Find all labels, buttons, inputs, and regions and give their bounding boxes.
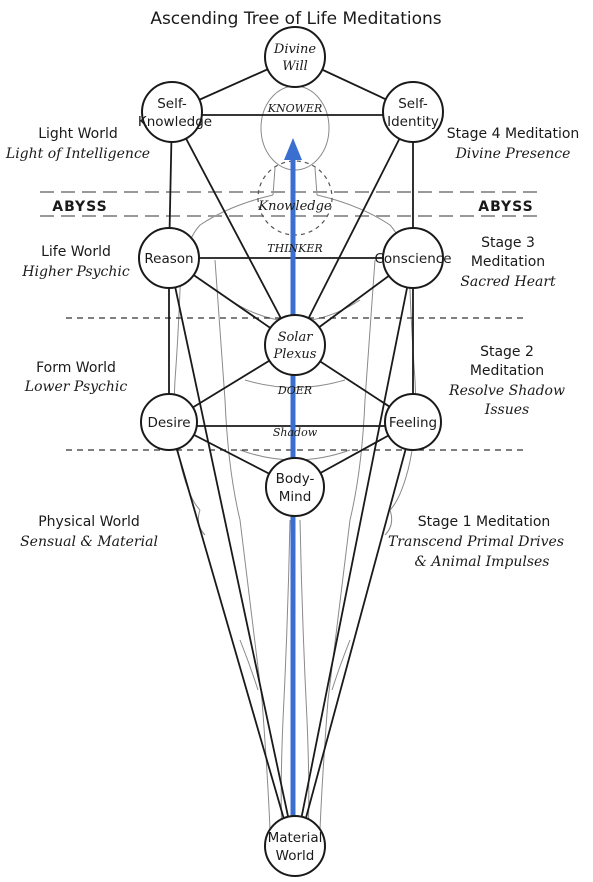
svg-text:Stage 4 Meditation: Stage 4 Meditation <box>447 126 580 142</box>
stage-3: Stage 3 Meditation Sacred Heart <box>460 235 556 290</box>
path-label-knower: KNOWER <box>267 102 322 115</box>
svg-text:Self-: Self- <box>157 96 187 112</box>
node-self-identity: Self- Identity <box>382 81 444 143</box>
stage-2: Stage 2 Meditation Resolve Shadow Issues <box>448 344 565 418</box>
svg-text:Mind: Mind <box>279 489 312 505</box>
svg-text:Stage 3: Stage 3 <box>481 235 535 251</box>
path-label-doer: DOER <box>277 384 312 397</box>
svg-text:Issues: Issues <box>484 402 529 418</box>
stage-1: Stage 1 Meditation Transcend Primal Driv… <box>388 514 564 570</box>
world-form: Form World Lower Psychic <box>24 360 128 395</box>
node-body-mind: Body- Mind <box>265 457 325 517</box>
svg-text:Knowledge: Knowledge <box>138 114 212 130</box>
node-conscience: Conscience <box>374 227 452 289</box>
svg-text:Lower Psychic: Lower Psychic <box>24 379 128 395</box>
node-desire: Desire <box>140 393 198 451</box>
stage-4: Stage 4 Meditation Divine Presence <box>447 126 580 162</box>
svg-text:Form World: Form World <box>36 360 116 376</box>
svg-text:Light of Intelligence: Light of Intelligence <box>5 146 150 162</box>
node-solar-plexus: Solar Plexus <box>264 314 326 376</box>
abyss-label-left: ABYSS <box>52 199 107 215</box>
svg-text:Stage 1 Meditation: Stage 1 Meditation <box>418 514 551 530</box>
svg-text:& Animal Impulses: & Animal Impulses <box>415 554 550 570</box>
svg-text:Transcend Primal Drives: Transcend Primal Drives <box>388 534 564 550</box>
svg-text:Conscience: Conscience <box>374 251 451 267</box>
svg-text:Body-: Body- <box>276 471 315 487</box>
path-label-shadow: Shadow <box>273 426 318 439</box>
svg-text:World: World <box>276 848 315 864</box>
svg-text:Higher Psychic: Higher Psychic <box>21 264 130 280</box>
path-label-knowledge: Knowledge <box>257 199 332 214</box>
abyss-label-right: ABYSS <box>478 199 533 215</box>
svg-text:Light World: Light World <box>38 126 118 142</box>
svg-text:Reason: Reason <box>144 251 193 267</box>
svg-text:Meditation: Meditation <box>471 254 545 270</box>
svg-text:Physical World: Physical World <box>38 514 140 530</box>
node-self-knowledge: Self- Knowledge <box>138 81 212 143</box>
node-material-world: Material World <box>264 815 326 877</box>
svg-text:Stage 2: Stage 2 <box>480 344 534 360</box>
svg-text:Will: Will <box>282 59 308 74</box>
svg-text:Divine Presence: Divine Presence <box>455 146 571 162</box>
svg-text:Material: Material <box>268 830 323 846</box>
node-divine-will: Divine Will <box>264 26 326 88</box>
svg-text:Solar: Solar <box>278 330 314 345</box>
world-physical: Physical World Sensual & Material <box>20 514 158 550</box>
svg-text:Self-: Self- <box>398 96 428 112</box>
svg-text:Life World: Life World <box>41 244 111 260</box>
svg-text:Sensual & Material: Sensual & Material <box>20 534 158 550</box>
diagram-title: Ascending Tree of Life Meditations <box>150 9 441 29</box>
svg-text:Resolve Shadow: Resolve Shadow <box>448 383 565 399</box>
path-label-thinker: THINKER <box>267 242 322 255</box>
world-light: Light World Light of Intelligence <box>5 126 150 162</box>
world-life: Life World Higher Psychic <box>21 244 130 280</box>
node-reason: Reason <box>138 227 200 289</box>
node-feeling: Feeling <box>384 393 442 451</box>
svg-text:Plexus: Plexus <box>273 347 317 362</box>
svg-text:Desire: Desire <box>147 415 190 431</box>
svg-text:Identity: Identity <box>387 114 439 130</box>
svg-text:Divine: Divine <box>273 42 316 57</box>
svg-text:Meditation: Meditation <box>470 363 544 379</box>
svg-text:Feeling: Feeling <box>389 415 437 431</box>
svg-text:Sacred Heart: Sacred Heart <box>460 274 556 290</box>
